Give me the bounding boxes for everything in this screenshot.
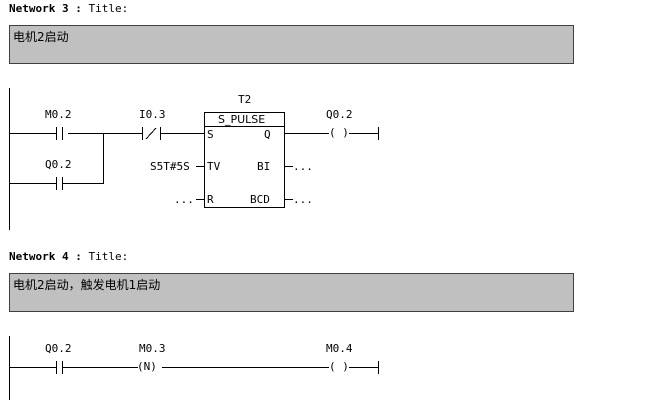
edge-n-symbol[interactable]: (N) [137,360,157,373]
timer-type: S_PULSE [218,113,266,126]
contact-i03-label[interactable]: I0.3 [139,108,166,121]
timer-pin-r: R [207,193,214,206]
network-3-title-label: Title: [88,2,129,15]
network-3-comment[interactable]: 电机2启动 [9,25,574,64]
timer-pin-s: S [207,128,214,141]
timer-r-value[interactable]: ... [174,193,194,206]
contact-q02-parallel-label[interactable]: Q0.2 [45,158,72,171]
network-4-comment[interactable]: 电机2启动，触发电机1启动 [9,273,574,312]
coil-q02-label[interactable]: Q0.2 [326,108,353,121]
network-4-title-label: Title: [88,250,129,263]
network-3-header: Network 3 : Title: [9,2,129,15]
contact-q02-label[interactable]: Q0.2 [45,342,72,355]
coil-q02-symbol[interactable]: ( ) [329,126,349,139]
timer-pin-tv: TV [207,160,221,173]
timer-name[interactable]: T2 [238,93,252,106]
timer-bi-value[interactable]: ... [293,160,313,173]
coil-m04-label[interactable]: M0.4 [326,342,353,355]
coil-m04-symbol[interactable]: ( ) [329,360,349,373]
timer-tv-value[interactable]: S5T#5S [150,160,190,173]
contact-m02-label[interactable]: M0.2 [45,108,72,121]
edge-m03-label[interactable]: M0.3 [139,342,166,355]
timer-pin-bi: BI [257,160,271,173]
network-4-header: Network 4 : Title: [9,250,129,263]
network-3-label: Network 3 [9,2,69,15]
timer-bcd-value[interactable]: ... [293,193,313,206]
timer-pin-q: Q [264,128,271,141]
timer-box [204,112,285,208]
network-4-label: Network 4 [9,250,69,263]
timer-pin-bcd: BCD [250,193,270,206]
